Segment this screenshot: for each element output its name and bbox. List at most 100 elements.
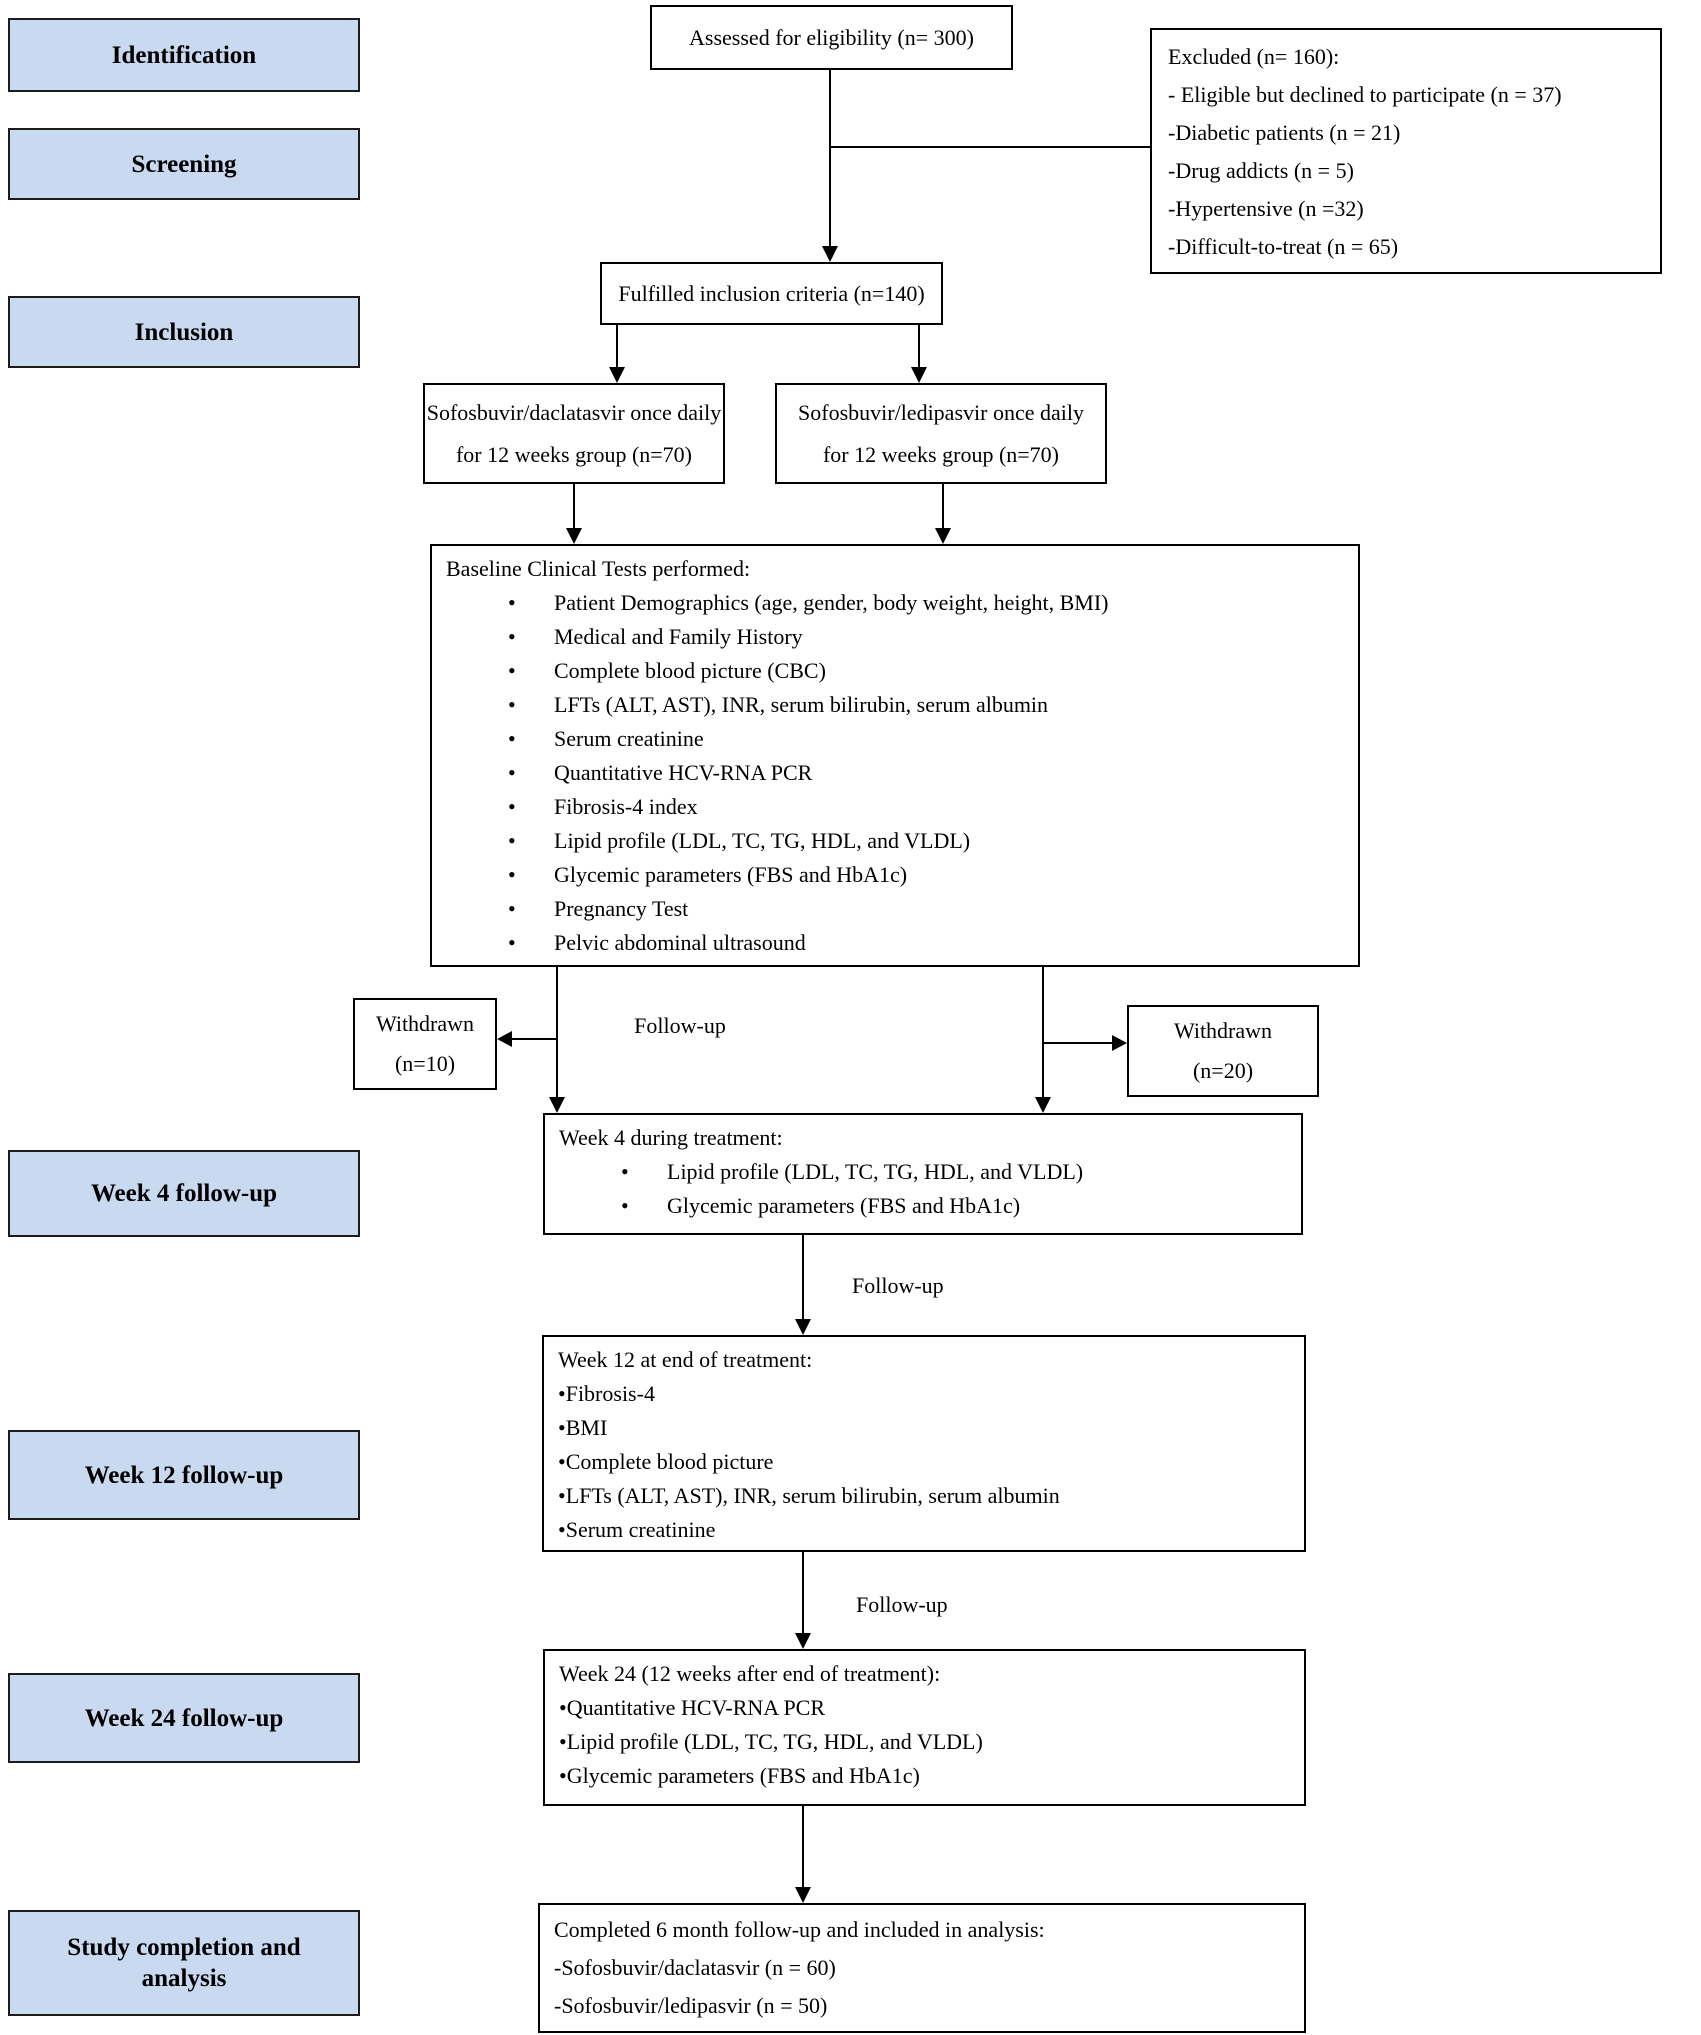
group-daclatasvir-line2: for 12 weeks group (n=70) (455, 441, 693, 467)
baseline-item: Quantitative HCV-RNA PCR (446, 756, 1344, 790)
followup-label-1: Follow-up (634, 1013, 726, 1038)
excluded-title: Excluded (n= 160): (1168, 44, 1340, 69)
sidebar-item-inclusion: Inclusion (8, 296, 360, 368)
excluded-box: Excluded (n= 160): - Eligible but declin… (1150, 28, 1662, 274)
week24-box: Week 24 (12 weeks after end of treatment… (543, 1649, 1306, 1806)
sidebar-label: Week 12 follow-up (84, 1461, 284, 1489)
week12-item: Fibrosis-4 (558, 1377, 1290, 1411)
connector-fulfilled-groupright-line (918, 325, 920, 369)
group-daclatasvir-line1: Sofosbuvir/daclatasvir once daily (426, 399, 722, 425)
followup-label-2: Follow-up (852, 1273, 944, 1298)
sidebar-label: Screening (131, 150, 237, 178)
week24-list: Quantitative HCV-RNA PCRLipid profile (L… (559, 1691, 1290, 1793)
connector-withdrawn-right-line (1043, 1042, 1113, 1044)
baseline-item: Fibrosis-4 index (446, 790, 1344, 824)
connector-fulfilled-groupleft-arrowhead (609, 367, 625, 383)
sidebar-item-week4-followup: Week 4 follow-up (8, 1150, 360, 1237)
excluded-list: - Eligible but declined to participate (… (1168, 76, 1644, 266)
excluded-item: -Drug addicts (n = 5) (1168, 158, 1354, 183)
connector-week4-week12-arrowhead (795, 1319, 811, 1335)
withdrawn-right-line2: (n=20) (1192, 1058, 1254, 1083)
baseline-item: Complete blood picture (CBC) (446, 654, 1344, 688)
connector-excluded-line (829, 146, 1150, 148)
connector-groupleft-baseline-line (573, 484, 575, 530)
week12-box: Week 12 at end of treatment: Fibrosis-4B… (542, 1335, 1306, 1552)
connector-groupleft-baseline-arrowhead (566, 528, 582, 544)
connector-week4-week12-line (802, 1235, 804, 1321)
baseline-item: Glycemic parameters (FBS and HbA1c) (446, 858, 1344, 892)
withdrawn-left-box: Withdrawn (n=10) (353, 998, 497, 1090)
completion-box: Completed 6 month follow-up and included… (538, 1903, 1306, 2033)
week12-title: Week 12 at end of treatment: (558, 1347, 813, 1372)
week12-item: Serum creatinine (558, 1513, 1290, 1547)
connector-assessed-fulfilled-line (829, 70, 831, 248)
baseline-item: Serum creatinine (446, 722, 1344, 756)
week24-item: Quantitative HCV-RNA PCR (559, 1691, 1290, 1725)
completion-item: -Sofosbuvir/ledipasvir (n = 50) (554, 1993, 828, 2018)
week4-item: Glycemic parameters (FBS and HbA1c) (559, 1189, 1287, 1223)
week4-item: Lipid profile (LDL, TC, TG, HDL, and VLD… (559, 1155, 1287, 1189)
week24-title: Week 24 (12 weeks after end of treatment… (559, 1661, 941, 1686)
group-ledipasvir-box: Sofosbuvir/ledipasvir once daily for 12 … (775, 383, 1107, 484)
sidebar-label: Week 24 follow-up (84, 1704, 284, 1732)
group-daclatasvir-box: Sofosbuvir/daclatasvir once daily for 12… (423, 383, 725, 484)
week24-item: Glycemic parameters (FBS and HbA1c) (559, 1759, 1290, 1793)
sidebar-label: Identification (111, 41, 257, 69)
connector-baseline-week4-left-arrowhead (549, 1097, 565, 1113)
week4-title: Week 4 during treatment: (559, 1125, 783, 1150)
sidebar-item-identification: Identification (8, 18, 360, 92)
completion-title: Completed 6 month follow-up and included… (554, 1917, 1045, 1942)
excluded-item: -Diabetic patients (n = 21) (1168, 120, 1401, 145)
baseline-item: Lipid profile (LDL, TC, TG, HDL, and VLD… (446, 824, 1344, 858)
withdrawn-right-box: Withdrawn (n=20) (1127, 1005, 1319, 1097)
baseline-item: LFTs (ALT, AST), INR, serum bilirubin, s… (446, 688, 1344, 722)
completion-item: -Sofosbuvir/daclatasvir (n = 60) (554, 1955, 836, 1980)
sidebar-label: Week 4 follow-up (90, 1180, 278, 1207)
assessed-box: Assessed for eligibility (n= 300) (650, 5, 1013, 70)
followup-label-3: Follow-up (856, 1592, 948, 1617)
assessed-text: Assessed for eligibility (n= 300) (689, 24, 974, 50)
fulfilled-box: Fulfilled inclusion criteria (n=140) (600, 262, 943, 325)
connector-week12-week24-arrowhead (795, 1633, 811, 1649)
connector-withdrawn-left-line (511, 1038, 557, 1040)
group-ledipasvir-line2: for 12 weeks group (n=70) (822, 441, 1060, 467)
withdrawn-left-line2: (n=10) (394, 1051, 456, 1076)
week12-item: Complete blood picture (558, 1445, 1290, 1479)
sidebar-item-screening: Screening (8, 128, 360, 200)
withdrawn-right-line1: Withdrawn (1173, 1018, 1273, 1043)
excluded-item: -Hypertensive (n =32) (1168, 196, 1364, 221)
connector-fulfilled-groupright-arrowhead (911, 367, 927, 383)
baseline-title: Baseline Clinical Tests performed: (446, 556, 751, 581)
baseline-tests-box: Baseline Clinical Tests performed: Patie… (430, 544, 1360, 967)
baseline-item: Patient Demographics (age, gender, body … (446, 586, 1344, 620)
connector-baseline-week4-left-line (556, 967, 558, 1099)
connector-baseline-week4-right-arrowhead (1035, 1097, 1051, 1113)
sidebar-item-week12-followup: Week 12 follow-up (8, 1430, 360, 1520)
connector-withdrawn-right-arrowhead (1112, 1035, 1127, 1051)
week4-list: Lipid profile (LDL, TC, TG, HDL, and VLD… (559, 1155, 1287, 1223)
connector-week24-completion-line (802, 1806, 804, 1889)
group-ledipasvir-line1: Sofosbuvir/ledipasvir once daily (798, 399, 1084, 425)
connector-groupright-baseline-line (942, 484, 944, 530)
week24-item: Lipid profile (LDL, TC, TG, HDL, and VLD… (559, 1725, 1290, 1759)
week4-box: Week 4 during treatment: Lipid profile (… (543, 1113, 1303, 1235)
connector-baseline-week4-right-line (1042, 967, 1044, 1099)
sidebar-label: Study completion and analysis (67, 1934, 301, 1992)
sidebar-item-study-completion: Study completion and analysis (8, 1910, 360, 2016)
connector-groupright-baseline-arrowhead (935, 528, 951, 544)
withdrawn-left-line1: Withdrawn (375, 1011, 475, 1036)
sidebar-item-week24-followup: Week 24 follow-up (8, 1673, 360, 1763)
excluded-item: -Difficult-to-treat (n = 65) (1168, 234, 1399, 259)
sidebar-label: Inclusion (134, 318, 234, 346)
baseline-item: Pelvic abdominal ultrasound (446, 926, 1344, 960)
baseline-list: Patient Demographics (age, gender, body … (446, 586, 1344, 960)
week12-list: Fibrosis-4BMIComplete blood pictureLFTs … (558, 1377, 1290, 1547)
connector-week12-week24-line (802, 1552, 804, 1635)
baseline-item: Medical and Family History (446, 620, 1344, 654)
fulfilled-text: Fulfilled inclusion criteria (n=140) (618, 280, 925, 306)
week12-item: LFTs (ALT, AST), INR, serum bilirubin, s… (558, 1479, 1290, 1513)
connector-assessed-fulfilled-arrowhead (822, 246, 838, 262)
completion-list: -Sofosbuvir/daclatasvir (n = 60) -Sofosbu… (554, 1949, 1290, 2025)
excluded-item: - Eligible but declined to participate (… (1168, 82, 1562, 107)
